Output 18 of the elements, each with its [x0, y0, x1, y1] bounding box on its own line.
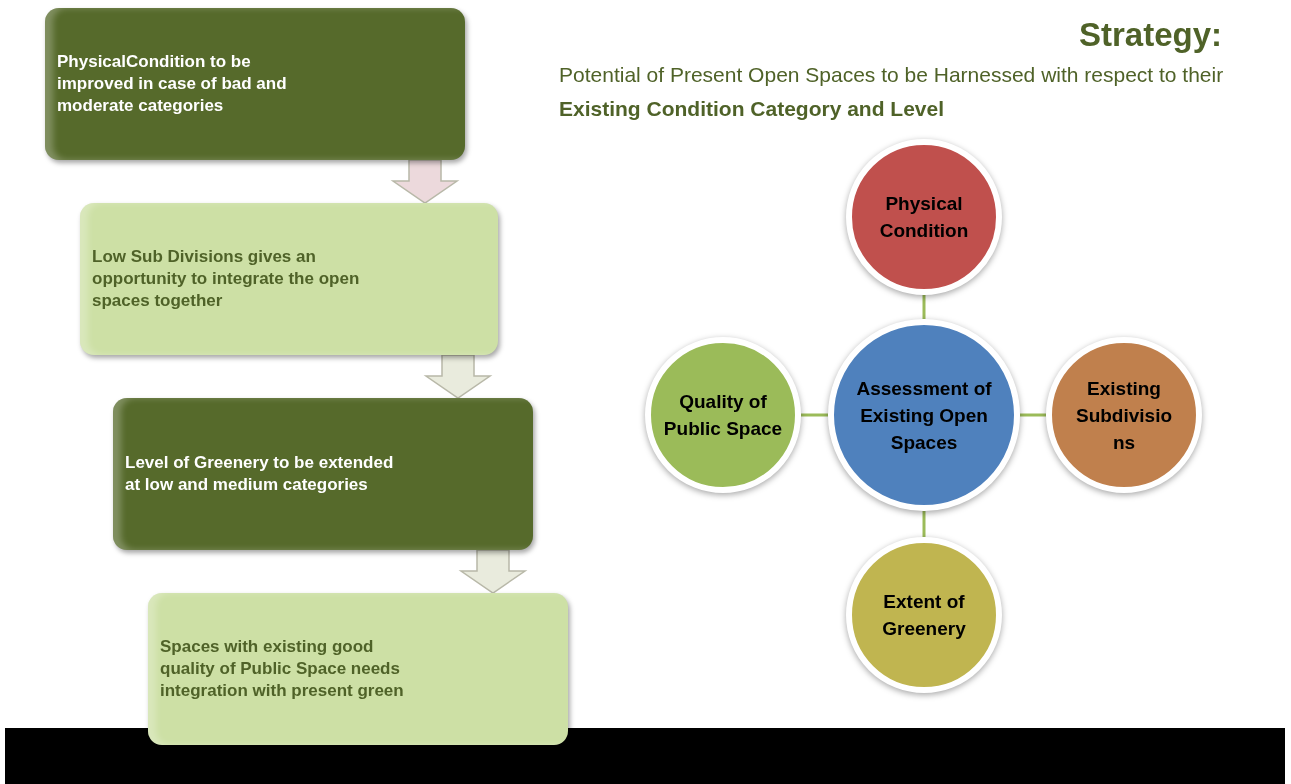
process-box — [45, 8, 465, 160]
process-box — [80, 203, 498, 355]
circle-label: Quality of Public Space — [662, 390, 784, 441]
circle-label: Physical Condition — [878, 192, 970, 243]
circle-label: Extent of Greenery — [881, 590, 967, 641]
block-arrow — [423, 354, 493, 399]
box-text: Level of Greenery to be extended at low and medium categories — [125, 452, 395, 496]
circle-label: Existing Subdivisio ns — [1074, 376, 1174, 455]
box-text: Low Sub Divisions gives an opportunity to integrate the open spaces together — [92, 246, 361, 312]
block-arrow — [390, 159, 460, 204]
box-text: Spaces with existing good quality of Public Space needs integration with present green — [160, 636, 405, 702]
box-text: PhysicalCondition to be improved in case of bad and moderate categories — [57, 51, 288, 117]
process-box — [113, 398, 533, 550]
subtitle: Potential of Present Open Spaces to be Harnessed with respect to their Existing Condition Category and Level — [559, 62, 1224, 122]
block-arrow — [458, 549, 528, 594]
circle-label: Assessment of Existing Open Spaces — [855, 376, 993, 455]
title: Strategy: — [1078, 15, 1222, 55]
process-box — [148, 593, 568, 745]
